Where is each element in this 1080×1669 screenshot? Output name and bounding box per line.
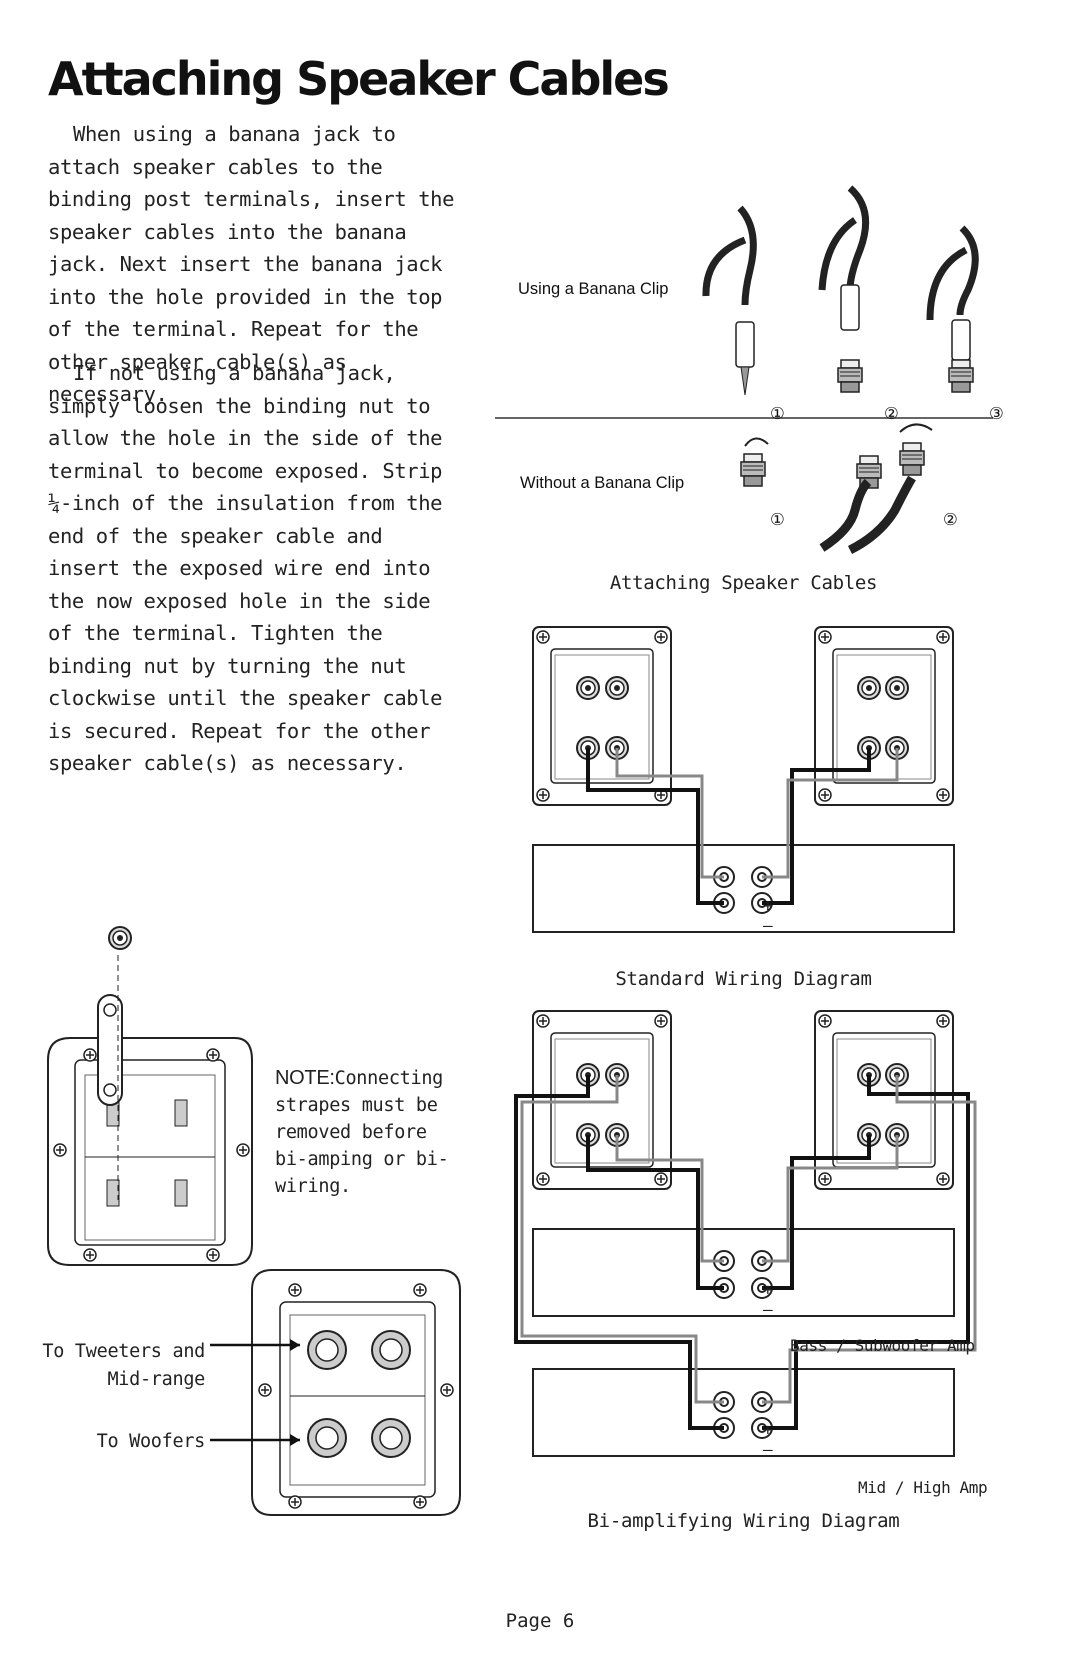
note-prefix: NOTE: xyxy=(275,1067,335,1089)
note-text: Connecting strapes must be removed befor… xyxy=(275,1068,449,1197)
page-number: Page 6 xyxy=(505,1610,575,1632)
no-banana-clip-illustration xyxy=(740,423,933,555)
biwire-terminal-illustration xyxy=(210,1269,461,1516)
note-connecting-straps: NOTE:Connecting strapes must be removed … xyxy=(275,1065,465,1200)
caption-standard-wiring: Standard Wiring Diagram xyxy=(615,968,872,990)
step-3-with-clip: ③ xyxy=(989,405,1004,423)
paragraph-no-banana-jack: If not using a banana jack, simply loose… xyxy=(48,361,443,775)
standard-plus-sign: + xyxy=(763,896,773,915)
label-using-banana-clip: Using a Banana Clip xyxy=(518,280,669,298)
paragraph-banana-jack: When using a banana jack to attach speak… xyxy=(48,122,455,406)
step-1-with-clip: ① xyxy=(770,405,785,423)
standard-minus-sign: – xyxy=(763,916,773,935)
label-to-woofers: To Woofers xyxy=(96,1431,206,1452)
label-to-tweeters: To Tweeters and Mid-range xyxy=(42,1341,205,1390)
caption-biamp-wiring: Bi-amplifying Wiring Diagram xyxy=(587,1510,900,1532)
biamp-plus-sign-1: + xyxy=(763,1280,773,1299)
label-without-banana-clip: Without a Banana Clip xyxy=(520,474,685,492)
biamp-minus-sign-1: – xyxy=(763,1300,773,1319)
biamp-plus-sign-2: + xyxy=(763,1420,773,1439)
step-2-without-clip: ② xyxy=(943,511,958,529)
biamp-wiring-diagram xyxy=(514,1011,977,1457)
strap-terminal-illustration xyxy=(47,926,253,1266)
bass-subwoofer-amp-label: Bass / Subwoofer Amp xyxy=(790,1336,975,1355)
step-1-without-clip: ① xyxy=(770,511,785,529)
standard-wiring-diagram xyxy=(532,627,955,933)
page-title: Attaching Speaker Cables xyxy=(48,52,670,106)
mid-high-amp-label: Mid / High Amp xyxy=(858,1478,988,1497)
biamp-minus-sign-2: – xyxy=(763,1440,773,1459)
banana-clip-illustration xyxy=(702,185,979,396)
step-2-with-clip: ② xyxy=(884,405,899,423)
caption-attaching-speaker-cables: Attaching Speaker Cables xyxy=(609,572,878,594)
